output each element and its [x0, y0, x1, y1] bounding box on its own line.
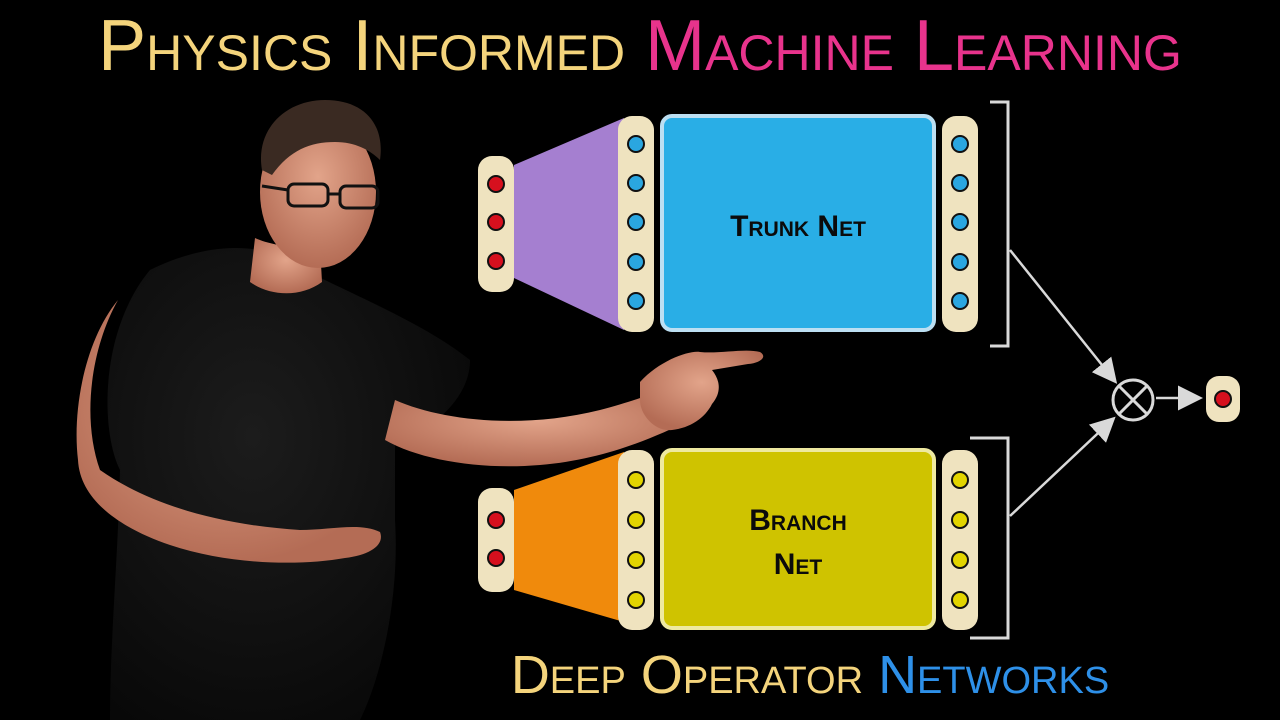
branch-input-node — [487, 511, 505, 529]
branch-hidden-node — [627, 511, 645, 529]
subtitle: Deep Operator Networks — [430, 640, 1190, 710]
presenter-torso — [107, 248, 470, 720]
trunk-output-node — [951, 213, 969, 231]
branch-output-nodes — [951, 471, 969, 609]
branch-hidden-node — [627, 471, 645, 489]
branch-box — [660, 448, 936, 630]
title-part-physics-informed: Physics Informed — [98, 6, 626, 86]
presenter-pointing-hand — [640, 350, 764, 431]
branch-bracket — [970, 436, 1010, 640]
branch-hidden-node — [627, 591, 645, 609]
presenter-pointing-arm — [385, 390, 690, 467]
branch-funnel — [514, 452, 624, 622]
trunk-hidden-node — [627, 213, 645, 231]
branch-label-line2: Net — [774, 548, 823, 581]
subtitle-part-deep-operator: Deep Operator — [510, 645, 864, 705]
branch-input-pill — [478, 488, 514, 592]
trunk-input-nodes — [487, 175, 505, 270]
branch-to-product-arrow — [1009, 416, 1116, 517]
branch-hidden-node — [627, 551, 645, 569]
subtitle-part-networks: Networks — [878, 645, 1110, 705]
presenter-lower-arm — [76, 300, 381, 563]
branch-output-node — [951, 511, 969, 529]
trunk-output-nodes — [951, 135, 969, 310]
trunk-hidden-node — [627, 135, 645, 153]
output-node — [1214, 390, 1232, 408]
branch-output-node — [951, 591, 969, 609]
trunk-input-node — [487, 175, 505, 193]
branch-input-nodes — [487, 511, 505, 567]
branch-hidden-pill-left — [618, 450, 654, 630]
branch-output-pill — [942, 450, 978, 630]
branch-output-node — [951, 551, 969, 569]
presenter-hair — [260, 100, 381, 175]
glasses-icon — [261, 182, 380, 210]
trunk-box — [660, 114, 936, 332]
trunk-output-node — [951, 174, 969, 192]
trunk-hidden-node — [627, 253, 645, 271]
branch-output-node — [951, 471, 969, 489]
title-part-machine-learning: Machine Learning — [645, 6, 1182, 86]
trunk-input-node — [487, 252, 505, 270]
trunk-bracket — [990, 100, 1010, 348]
trunk-output-node — [951, 292, 969, 310]
trunk-hidden-node — [627, 174, 645, 192]
dot-product-icon — [1111, 378, 1155, 422]
trunk-input-node — [487, 213, 505, 231]
branch-label-line1: Branch — [749, 504, 847, 537]
page-title: Physics Informed Machine Learning — [0, 2, 1280, 90]
trunk-output-node — [951, 135, 969, 153]
branch-input-node — [487, 549, 505, 567]
branch-hidden-nodes — [627, 471, 645, 609]
trunk-hidden-node — [627, 292, 645, 310]
trunk-label: Trunk Net — [730, 210, 866, 243]
trunk-output-node — [951, 253, 969, 271]
trunk-to-product-arrow — [1009, 249, 1118, 384]
trunk-hidden-nodes — [627, 135, 645, 310]
trunk-funnel — [514, 118, 624, 330]
